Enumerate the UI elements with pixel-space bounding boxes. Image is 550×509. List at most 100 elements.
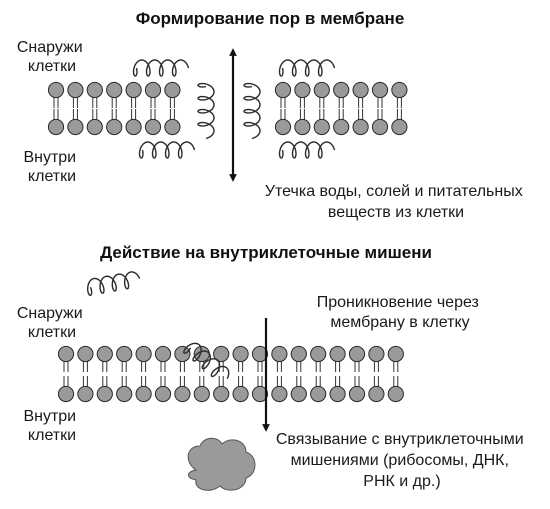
lipid-head (271, 385, 288, 403)
penetration-label: Проникновение через мембрану в клетку (317, 294, 484, 331)
bottom-inside-label-line-1: Внутри (23, 408, 76, 425)
leak-label-line-2: веществ из клетки (328, 204, 464, 221)
bottom-panel-title: Действие на внутриклеточные мишени (100, 243, 432, 262)
lipid-head (290, 345, 307, 363)
lipid-head (371, 81, 389, 99)
intracellular-target-blob (187, 437, 256, 491)
lipid-head (352, 81, 369, 99)
lipid-head (96, 345, 113, 363)
lipid-head (86, 118, 103, 136)
lipid-head (251, 385, 269, 403)
helix-coil (138, 141, 196, 159)
lipid-head (164, 81, 181, 99)
lipid-head (368, 345, 385, 363)
leak-label-line-1: Утечка воды, солей и питательных (265, 183, 523, 200)
lipid-head (348, 385, 366, 403)
helix-coil (86, 271, 141, 297)
lipid-head (125, 81, 142, 99)
bottom-outside-label: Снаружи клетки (17, 305, 87, 341)
lipid-head (67, 118, 84, 136)
lipid-head (348, 345, 366, 363)
lipid-head (135, 385, 152, 403)
lipid-head (116, 345, 133, 363)
top-panel-title: Формирование пор в мембране (136, 9, 405, 28)
peptide-helix-icon (278, 141, 336, 159)
peptide-helix-group (132, 59, 336, 159)
lipid-head (135, 345, 152, 363)
bottom-outside-label-line-1: Снаружи (17, 305, 83, 322)
bottom-outside-label-line-2: клетки (28, 324, 76, 341)
lipid-head (47, 118, 65, 136)
lipid-head (57, 345, 75, 363)
lipid-head (391, 118, 408, 136)
binding-label-line-2: мишениями (рибосомы, ДНК, (291, 452, 509, 469)
lipid-head (174, 385, 191, 403)
lipid-head (125, 118, 142, 136)
helix-coil (183, 342, 230, 380)
helix-coil (132, 59, 190, 77)
lipid-head (86, 81, 103, 99)
lipid-head (213, 345, 230, 363)
membrane-bilayer-right (274, 81, 408, 136)
lipid-head (333, 81, 350, 99)
lipid-head (274, 118, 292, 136)
bottom-inside-label-line-2: клетки (28, 427, 76, 444)
lipid-head (329, 385, 346, 403)
lipid-head (47, 81, 65, 99)
lipid-head (290, 385, 307, 403)
top-inside-label: Внутри клетки (23, 149, 80, 185)
lipid-head (368, 385, 385, 403)
lipid-head (106, 81, 123, 99)
lipid-head (313, 81, 330, 99)
lipid-head (57, 385, 75, 403)
penetration-label-line-1: Проникновение через (317, 294, 479, 311)
membrane-bilayer-full (57, 345, 404, 403)
top-outside-label-line-1: Снаружи (17, 39, 83, 56)
top-outside-label: Снаружи клетки (17, 39, 87, 75)
lipid-head (96, 385, 113, 403)
lipid-head (77, 345, 94, 363)
lipid-head (213, 385, 230, 403)
lipid-head (294, 81, 311, 99)
penetration-label-line-2: мембрану в клетку (330, 314, 469, 331)
lipid-head (391, 81, 408, 99)
helix-coil (278, 141, 336, 159)
peptide-helix-icon (86, 271, 141, 297)
helix-coil (243, 82, 261, 140)
lipid-head (387, 345, 404, 363)
peptide-helix-group-bottom (86, 271, 252, 469)
lipid-head (251, 345, 269, 363)
lipid-head (106, 118, 123, 136)
lipid-head (371, 118, 389, 136)
peptide-helix-icon (138, 141, 196, 159)
lipid-head (144, 81, 162, 99)
peptide-helix-icon (243, 82, 261, 140)
top-inside-label-line-2: клетки (28, 168, 76, 185)
lipid-head (310, 345, 327, 363)
lipid-head (77, 385, 94, 403)
lipid-head (164, 118, 181, 136)
lipid-head (232, 345, 249, 363)
lipid-head (193, 385, 210, 403)
lipid-head (333, 118, 350, 136)
lipid-head (144, 118, 162, 136)
lipid-head (352, 118, 369, 136)
peptide-helix-icon (183, 342, 230, 380)
top-outside-label-line-2: клетки (28, 58, 76, 75)
lipid-head (313, 118, 330, 136)
lipid-head (232, 385, 249, 403)
lipid-head (387, 385, 404, 403)
binding-label-line-1: Связывание с внутриклеточными (276, 431, 524, 448)
peptide-helix-icon (132, 59, 190, 77)
peptide-helix-icon (197, 82, 215, 140)
lipid-head (154, 345, 172, 363)
binding-label: Связывание с внутриклеточными мишениями … (276, 431, 528, 490)
lipid-head (271, 345, 288, 363)
leak-label: Утечка воды, солей и питательных веществ… (265, 183, 527, 221)
top-inside-label-line-1: Внутри (23, 149, 76, 166)
binding-label-line-3: РНК и др.) (363, 473, 440, 490)
lipid-head (329, 345, 346, 363)
helix-coil (278, 59, 336, 77)
lipid-head (310, 385, 327, 403)
